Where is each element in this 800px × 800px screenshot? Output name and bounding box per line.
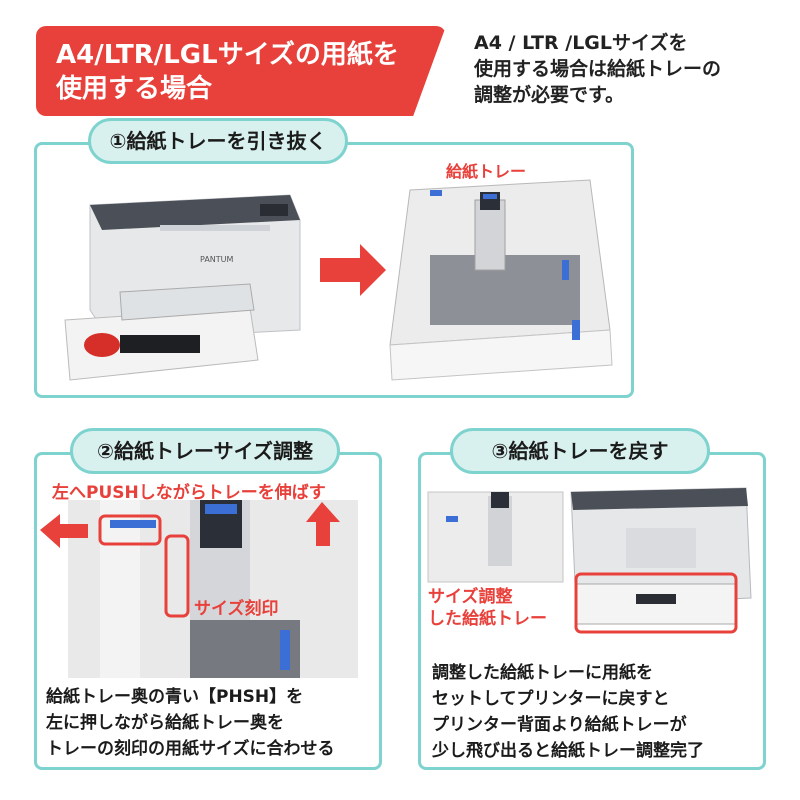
- note-line-3: 調整が必要です。: [474, 84, 625, 106]
- printer-with-tray-image: PANTUM: [64, 194, 301, 381]
- tray-return-image: [427, 487, 752, 634]
- step2-description: 給紙トレー奥の青い【PHSH】を 左に押しながら給紙トレー奥を トレーの刻印の用…: [46, 684, 335, 762]
- header-note: A4 / LTR /LGLサイズを 使用する場合は給紙トレーの 調整が必要です。: [474, 30, 794, 108]
- printer-brand-text: PANTUM: [200, 255, 234, 264]
- note-line-1: A4 / LTR /LGLサイズを: [474, 32, 688, 54]
- step2-desc-line-3: トレーの刻印の用紙サイズに合わせる: [46, 739, 335, 759]
- step2-desc-line-1: 給紙トレー奥の青い【PHSH】を: [46, 687, 304, 707]
- tray-label: 給紙トレー: [446, 162, 527, 181]
- step3-desc-line-2: セットしてプリンターに戻すと: [432, 689, 670, 709]
- banner-line-1: A4/LTR/LGLサイズの用紙を: [56, 40, 399, 70]
- adjusted-label-line-1: サイズ調整: [428, 587, 513, 607]
- step2-desc-line-2: 左に押しながら給紙トレー奥を: [46, 713, 284, 733]
- step3-description: 調整した給紙トレーに用紙を セットしてプリンターに戻すと プリンター背面より給紙…: [432, 660, 704, 764]
- size-mark-label: サイズ刻印: [194, 599, 279, 619]
- step3-desc-line-4: 少し飛び出ると給紙トレー調整完了: [432, 741, 704, 761]
- step1-arrow-icon: [320, 244, 386, 296]
- step2-instruction: 左へPUSHしながらトレーを伸ばす: [52, 483, 326, 503]
- step2-title: ②給紙トレーサイズ調整: [70, 428, 340, 474]
- step3-desc-line-3: プリンター背面より給紙トレーが: [432, 715, 687, 735]
- step3-desc-line-1: 調整した給紙トレーに用紙を: [432, 663, 653, 683]
- adjusted-label-line-2: した給紙トレー: [428, 609, 547, 629]
- note-line-2: 使用する場合は給紙トレーの: [474, 58, 722, 80]
- header-banner: A4/LTR/LGLサイズの用紙を 使用する場合: [36, 26, 446, 116]
- tray-adjust-image: [40, 500, 358, 678]
- paper-tray-image: [389, 179, 613, 381]
- adjusted-tray-label: サイズ調整 した給紙トレー: [428, 586, 547, 630]
- step3-title: ③給紙トレーを戻す: [450, 428, 710, 474]
- banner-line-2: 使用する場合: [56, 74, 213, 104]
- step1-title: ①給紙トレーを引き抜く: [88, 118, 348, 164]
